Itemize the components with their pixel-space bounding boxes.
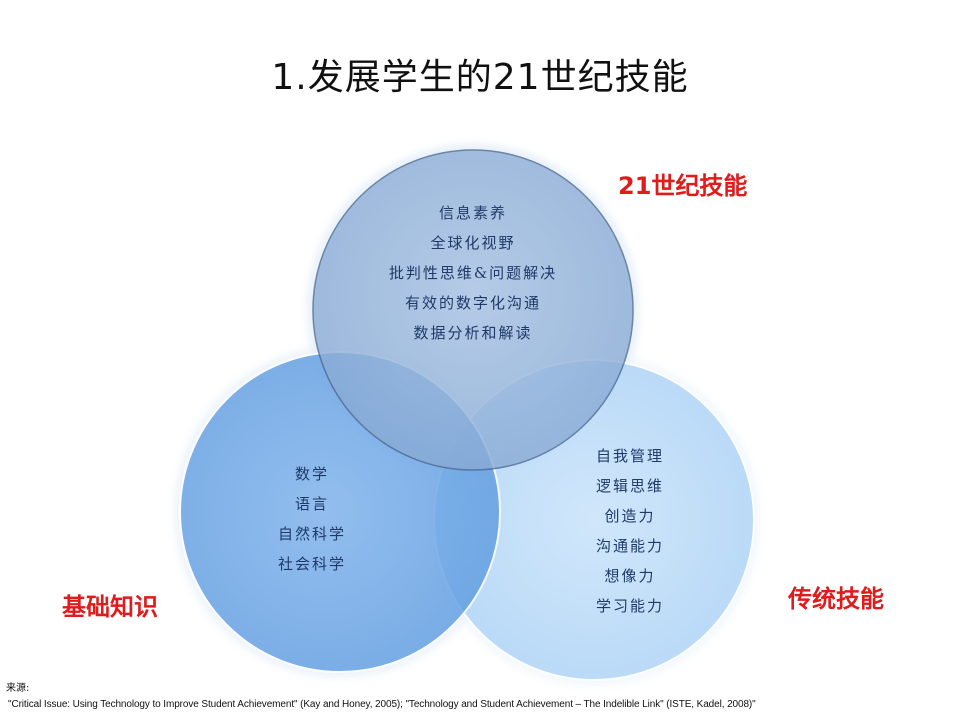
top-circle-items: 信息素养 全球化视野 批判性思维&问题解决 有效的数字化沟通 数据分析和解读 <box>353 198 593 348</box>
list-item: 数学 <box>294 465 329 483</box>
list-item: 创造力 <box>604 507 656 525</box>
source-citation: "Critical Issue: Using Technology to Imp… <box>8 699 756 710</box>
list-item: 自我管理 <box>595 447 664 465</box>
list-item: 想像力 <box>604 567 656 585</box>
list-item: 语言 <box>294 495 329 513</box>
source-label: 来源: <box>6 683 30 694</box>
list-item: 数据分析和解读 <box>413 324 533 342</box>
label-basic-knowledge: 基础知识 <box>62 593 158 621</box>
left-circle-items: 数学 语言 自然科学 社会科学 <box>252 459 372 579</box>
list-item: 信息素养 <box>438 204 507 222</box>
list-item: 学习能力 <box>595 597 664 615</box>
slide-title: 1.发展学生的21世纪技能 <box>271 57 689 98</box>
list-item: 自然科学 <box>277 525 346 543</box>
list-item: 沟通能力 <box>595 537 664 555</box>
label-traditional-skills: 传统技能 <box>788 585 884 613</box>
list-item: 有效的数字化沟通 <box>404 294 541 312</box>
list-item: 逻辑思维 <box>595 477 664 495</box>
list-item: 批判性思维&问题解决 <box>388 264 558 282</box>
label-21st-century-skills: 21世纪技能 <box>618 172 748 200</box>
circle-21st-century-skills <box>312 149 634 471</box>
list-item: 社会科学 <box>277 555 346 573</box>
right-circle-items: 自我管理 逻辑思维 创造力 沟通能力 想像力 学习能力 <box>570 441 690 621</box>
list-item: 全球化视野 <box>430 234 516 252</box>
